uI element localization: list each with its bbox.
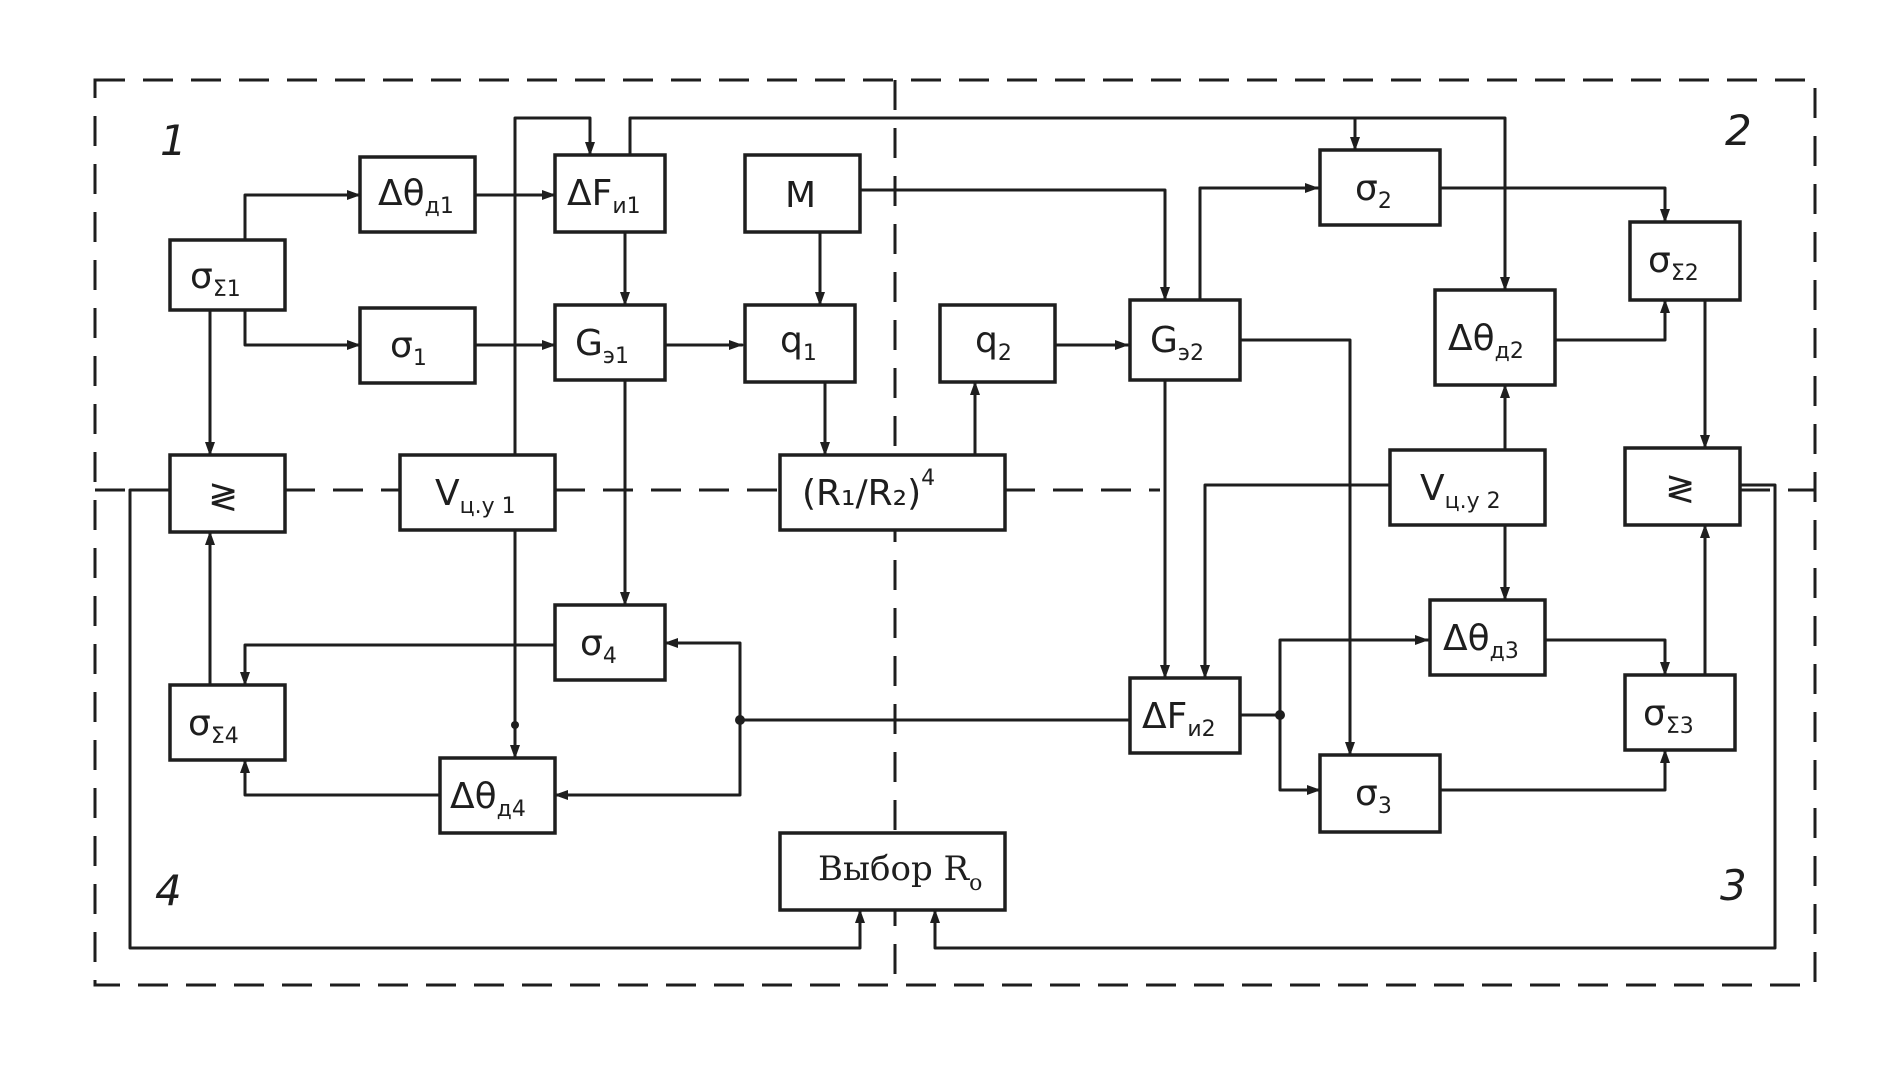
svg-text:σΣ1: σΣ1 <box>190 256 241 302</box>
block-sigma-sum-2: σΣ2 <box>1628 220 1742 302</box>
block-delta-theta-d2: Δθд2 <box>1433 288 1557 387</box>
svg-text:σ3: σ3 <box>1355 773 1392 819</box>
block-delta-theta-d4: Δθд4 <box>438 756 557 835</box>
block-sigma-sum-4: σΣ4 <box>168 683 287 762</box>
corner-label-2: 2 <box>1725 106 1752 155</box>
block-v-cu2: Vц.у 2 <box>1388 448 1547 527</box>
block-comparator-left: ≷ <box>168 453 287 534</box>
svg-text:q2: q2 <box>975 320 1012 366</box>
block-sigma-sum-1: σΣ1 <box>168 238 287 312</box>
svg-text:(R₁/R₂)4: (R₁/R₂)4 <box>802 466 935 514</box>
corner-label-3: 3 <box>1720 861 1747 910</box>
block-g-e2: Gэ2 <box>1128 298 1242 382</box>
block-g-e1: Gэ1 <box>553 303 667 382</box>
connections <box>128 116 1777 950</box>
block-m: M <box>743 153 862 234</box>
block-delta-f-i2: ΔFи2 <box>1128 676 1242 755</box>
block-v-cu1: Vц.у 1 <box>398 453 557 532</box>
svg-text:σΣ4: σΣ4 <box>188 703 239 749</box>
svg-text:Gэ2: Gэ2 <box>1150 320 1204 366</box>
block-sigma-2: σ2 <box>1318 148 1442 227</box>
svg-text:σΣ3: σΣ3 <box>1643 693 1694 739</box>
svg-text:Vц.у 1: Vц.у 1 <box>435 473 516 519</box>
block-sigma-3: σ3 <box>1318 753 1442 834</box>
corner-label-4: 4 <box>155 866 182 915</box>
block-delta-f-i1: ΔFи1 <box>553 153 667 234</box>
block-sigma-sum-3: σΣ3 <box>1623 673 1737 752</box>
svg-text:ΔFи1: ΔFи1 <box>567 173 641 219</box>
block-delta-theta-d3: Δθд3 <box>1428 598 1547 677</box>
svg-text:ΔFи2: ΔFи2 <box>1142 696 1216 742</box>
svg-text:Δθд3: Δθд3 <box>1443 618 1519 664</box>
svg-text:≷: ≷ <box>208 476 238 517</box>
corner-label-1: 1 <box>160 116 187 165</box>
svg-text:σ4: σ4 <box>580 623 617 669</box>
svg-text:Δθд1: Δθд1 <box>378 173 454 219</box>
svg-text:σΣ2: σΣ2 <box>1648 240 1699 286</box>
svg-text:q1: q1 <box>780 320 817 366</box>
block-vybor-r0: Выбор Ro <box>778 831 1007 912</box>
block-sigma-4: σ4 <box>553 603 667 682</box>
svg-text:Gэ1: Gэ1 <box>575 323 629 369</box>
svg-text:σ1: σ1 <box>390 325 427 371</box>
svg-text:Выбор Ro: Выбор Ro <box>818 849 982 896</box>
block-comparator-right: ≷ <box>1623 446 1742 527</box>
svg-text:Δθд2: Δθд2 <box>1448 318 1524 364</box>
svg-text:Vц.у 2: Vц.у 2 <box>1420 468 1501 514</box>
svg-text:Δθд4: Δθд4 <box>450 776 526 822</box>
dashed-frame <box>93 78 1817 987</box>
block-q1: q1 <box>743 303 857 384</box>
block-delta-theta-d1: Δθд1 <box>358 155 477 234</box>
block-q2: q2 <box>938 303 1057 384</box>
svg-text:≷: ≷ <box>1665 468 1695 509</box>
block-sigma-1: σ1 <box>358 306 477 385</box>
svg-text:M: M <box>785 175 816 216</box>
block-ratio: (R₁/R₂)4 <box>778 453 1007 532</box>
svg-text:σ2: σ2 <box>1355 168 1392 214</box>
